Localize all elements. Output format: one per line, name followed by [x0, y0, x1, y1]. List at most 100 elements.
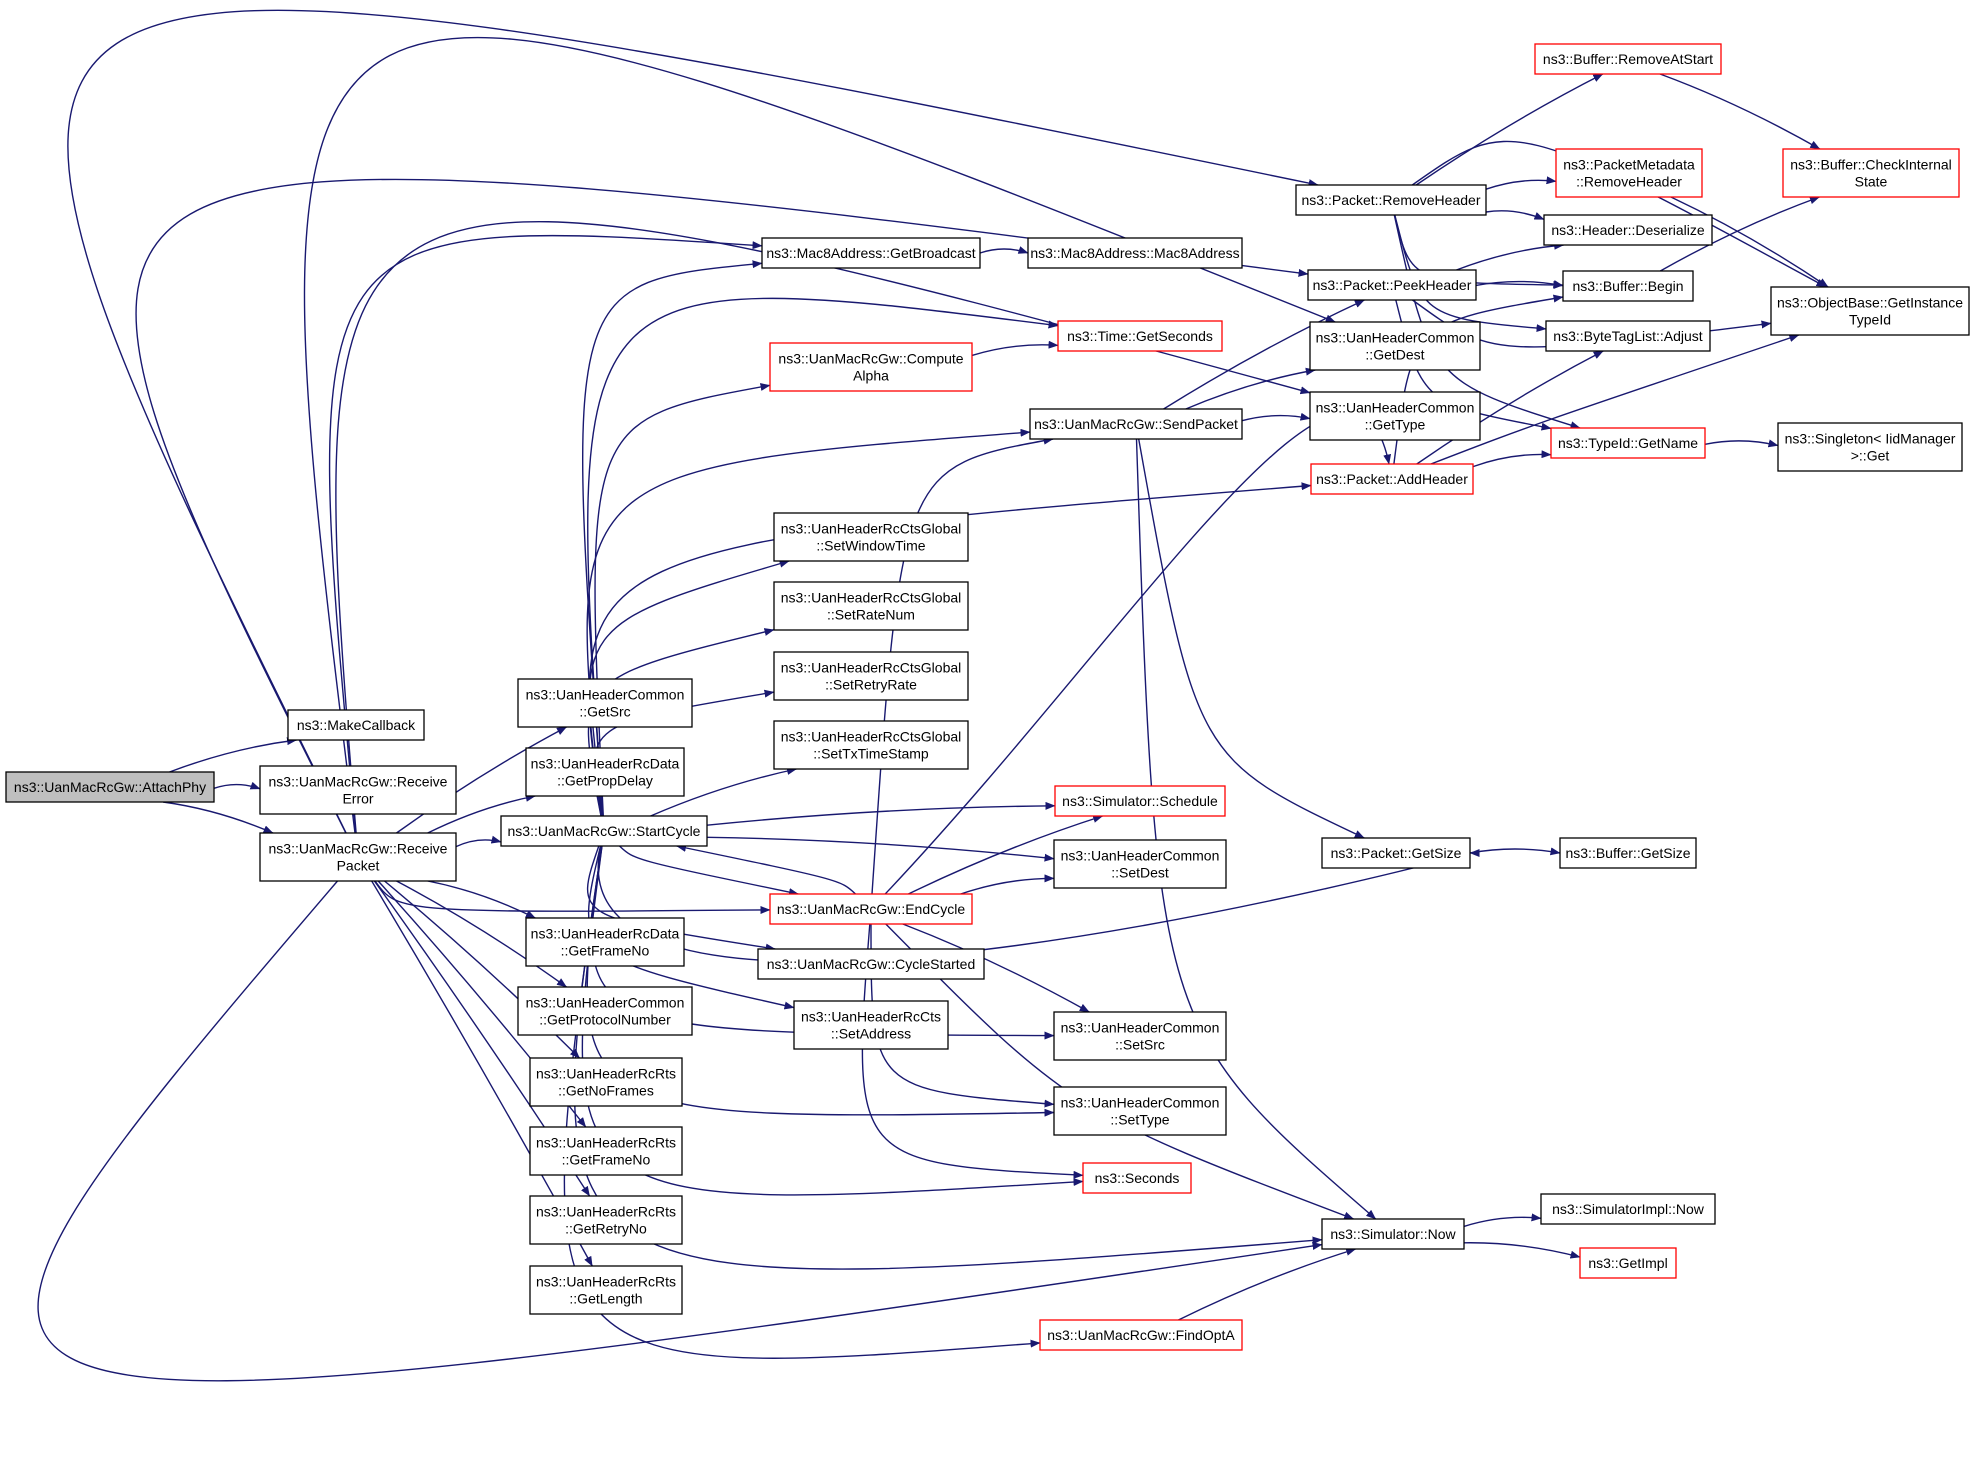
function-node-sim-now[interactable]: ns3::Simulator::Now	[1321, 1218, 1465, 1250]
call-edge-pkt_addheader-to-objbase_getinstancetypeid	[1430, 334, 1800, 465]
function-node-mac8-getbroadcast[interactable]: ns3::Mac8Address::GetBroadcast	[761, 237, 981, 269]
call-edge-line	[908, 815, 1104, 895]
function-node-pkt-peekheader[interactable]: ns3::Packet::PeekHeader	[1307, 269, 1477, 301]
function-node-rcrts-getframeno[interactable]: ns3::UanHeaderRcRts::GetFrameNo	[529, 1126, 683, 1176]
function-node-ctsglobal-setretryrate[interactable]: ns3::UanHeaderRcCtsGlobal::SetRetryRate	[773, 651, 969, 701]
call-edge-line	[1463, 1242, 1581, 1259]
call-edge-line	[979, 246, 1029, 254]
function-node-box	[1054, 785, 1226, 817]
call-edge-line	[870, 923, 1055, 1108]
function-node-ctsglobal-setratenum[interactable]: ns3::UanHeaderRcCtsGlobal::SetRateNum	[773, 581, 969, 631]
call-edge-startcycle-to-time_getseconds	[587, 297, 1059, 817]
call-edge-line	[396, 726, 567, 834]
call-edge-line	[1659, 196, 1820, 272]
function-node-rcrts-getlength[interactable]: ns3::UanHeaderRcRts::GetLength	[529, 1265, 683, 1315]
function-node-attachphy[interactable]: ns3::UanMacRcGw::AttachPhy	[5, 771, 215, 803]
function-node-rccts-setaddress[interactable]: ns3::UanHeaderRcCts::SetAddress	[793, 1000, 949, 1050]
function-node-label: ns3::UanMacRcGw::SendPacket	[1034, 416, 1238, 432]
call-edge-line	[374, 880, 771, 914]
function-node-box	[773, 581, 969, 631]
function-node-header-deserialize[interactable]: ns3::Header::Deserialize	[1543, 214, 1713, 246]
function-node-pkt-removeheader[interactable]: ns3::Packet::RemoveHeader	[1295, 184, 1487, 216]
function-node-mac8-ctor[interactable]: ns3::Mac8Address::Mac8Address	[1027, 237, 1243, 269]
function-node-common-setdest[interactable]: ns3::UanHeaderCommon::SetDest	[1053, 839, 1227, 889]
function-node-label: ::GetProtocolNumber	[539, 1012, 671, 1028]
function-node-rcrts-getretryno[interactable]: ns3::UanHeaderRcRts::GetRetryNo	[529, 1195, 683, 1245]
function-node-endcycle[interactable]: ns3::UanMacRcGw::EndCycle	[769, 893, 973, 925]
call-edge-line	[1456, 241, 1565, 271]
function-node-rcdata-getpropdelay[interactable]: ns3::UanHeaderRcData::GetPropDelay	[525, 747, 685, 797]
function-node-makecallback[interactable]: ns3::MakeCallback	[287, 709, 425, 741]
function-node-buf-begin[interactable]: ns3::Buffer::Begin	[1562, 270, 1694, 302]
call-edge-pkt_addheader-to-bytetaglist_adjust	[1416, 350, 1604, 465]
function-node-label: ns3::PacketMetadata	[1563, 157, 1695, 173]
function-node-label: ns3::UanHeaderCommon	[1061, 1095, 1220, 1111]
function-node-box	[517, 678, 693, 728]
call-edge-line	[328, 234, 763, 834]
call-edge-findopta-to-sim_now	[1178, 1247, 1357, 1321]
call-edge-line	[1415, 73, 1604, 186]
call-edge-startcycle-to-sim_schedule	[706, 801, 1056, 826]
function-node-singleton-get[interactable]: ns3::Singleton< IidManager >::Get	[1777, 422, 1963, 472]
function-node-rcdata-getframeno[interactable]: ns3::UanHeaderRcData::GetFrameNo	[525, 917, 685, 967]
call-edge-sendpacket-to-common_gettype	[1241, 412, 1311, 422]
function-node-getimpl[interactable]: ns3::GetImpl	[1579, 1247, 1677, 1279]
call-edge-line	[594, 383, 771, 817]
function-node-common-getsrc[interactable]: ns3::UanHeaderCommon::GetSrc	[517, 678, 693, 728]
function-node-box	[529, 1057, 683, 1107]
function-node-rcrts-getnoframes[interactable]: ns3::UanHeaderRcRts::GetNoFrames	[529, 1057, 683, 1107]
function-node-box	[1579, 1247, 1677, 1279]
call-edge-pkt_peekheader-to-header_deserialize	[1456, 241, 1565, 271]
function-node-bytetaglist-adjust[interactable]: ns3::ByteTagList::Adjust	[1545, 320, 1711, 352]
call-edge-endcycle-to-sim_schedule	[908, 815, 1104, 895]
function-node-label: ns3::UanHeaderRcRts	[536, 1135, 676, 1151]
function-node-cyclestarted[interactable]: ns3::UanMacRcGw::CycleStarted	[757, 948, 985, 980]
function-node-label: ns3::UanMacRcGw::AttachPhy	[14, 779, 206, 795]
function-node-typeid-getname[interactable]: ns3::TypeId::GetName	[1550, 427, 1706, 459]
function-node-time-getseconds[interactable]: ns3::Time::GetSeconds	[1057, 320, 1223, 352]
function-node-box	[525, 917, 685, 967]
function-node-box	[1321, 1218, 1465, 1250]
function-node-label: ns3::UanHeaderCommon	[526, 995, 685, 1011]
function-node-box	[793, 1000, 949, 1050]
function-node-label: ns3::UanHeaderCommon	[526, 687, 685, 703]
function-node-sim-schedule[interactable]: ns3::Simulator::Schedule	[1054, 785, 1226, 817]
function-node-common-settype[interactable]: ns3::UanHeaderCommon::SetType	[1053, 1086, 1227, 1136]
function-node-common-setsrc[interactable]: ns3::UanHeaderCommon::SetSrc	[1053, 1011, 1227, 1061]
function-node-box	[1057, 320, 1223, 352]
function-node-label: ::SetTxTimeStamp	[813, 746, 929, 762]
function-node-pktmeta-removeheader[interactable]: ns3::PacketMetadata::RemoveHeader	[1555, 148, 1703, 198]
function-node-findopta[interactable]: ns3::UanMacRcGw::FindOptA	[1039, 1319, 1243, 1351]
function-node-common-getprotocol[interactable]: ns3::UanHeaderCommon::GetProtocolNumber	[517, 986, 693, 1036]
function-node-startcycle[interactable]: ns3::UanMacRcGw::StartCycle	[500, 815, 708, 847]
call-edge-line	[1138, 438, 1365, 839]
function-node-ctsglobal-settxtimestamp[interactable]: ns3::UanHeaderRcCtsGlobal::SetTxTimeStam…	[773, 720, 969, 770]
function-node-ctsglobal-setwindowtime[interactable]: ns3::UanHeaderRcCtsGlobal::SetWindowTime	[773, 512, 969, 562]
function-node-label: ::GetType	[1365, 417, 1426, 433]
function-node-label: ns3::UanHeaderRcCtsGlobal	[781, 521, 962, 537]
function-node-common-getdest[interactable]: ns3::UanHeaderCommon::GetDest	[1309, 321, 1481, 371]
function-node-common-gettype[interactable]: ns3::UanHeaderCommon::GetType	[1309, 391, 1481, 441]
function-node-sendpacket[interactable]: ns3::UanMacRcGw::SendPacket	[1029, 408, 1243, 440]
call-edge-line	[135, 178, 1309, 834]
function-node-box	[773, 651, 969, 701]
function-node-buf-removeatstart[interactable]: ns3::Buffer::RemoveAtStart	[1534, 43, 1722, 75]
call-edge-line	[213, 781, 261, 790]
function-node-box	[529, 1126, 683, 1176]
function-node-label: ::SetRetryRate	[825, 677, 917, 693]
function-node-box	[1053, 1086, 1227, 1136]
function-node-box	[1309, 391, 1481, 441]
function-node-seconds[interactable]: ns3::Seconds	[1082, 1162, 1192, 1194]
function-node-simimpl-now[interactable]: ns3::SimulatorImpl::Now	[1540, 1193, 1716, 1225]
call-edge-sendpacket-to-sim_now	[1135, 438, 1377, 1220]
call-edge-line	[706, 801, 1056, 826]
function-node-pkt-getsize[interactable]: ns3::Packet::GetSize	[1321, 837, 1471, 869]
function-node-buf-getsize[interactable]: ns3::Buffer::GetSize	[1559, 837, 1697, 869]
function-node-label: ns3::SimulatorImpl::Now	[1552, 1201, 1705, 1217]
function-node-pkt-addheader[interactable]: ns3::Packet::AddHeader	[1310, 463, 1474, 495]
